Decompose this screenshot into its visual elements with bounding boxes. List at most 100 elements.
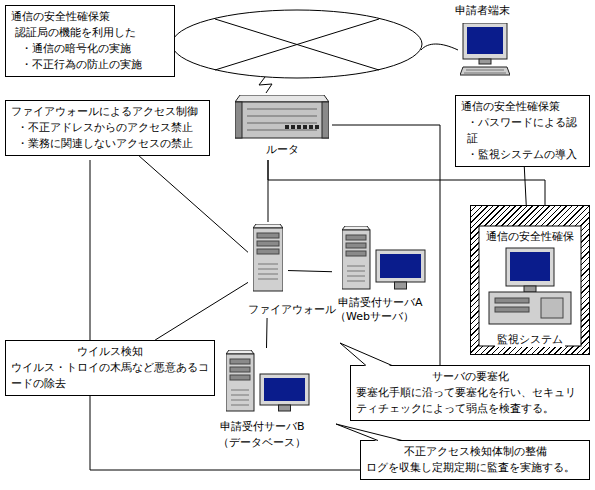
tower-vent xyxy=(258,279,278,280)
monitor-frame xyxy=(463,23,507,59)
drive-bay xyxy=(257,249,279,254)
tower-vent xyxy=(347,271,365,272)
device-label: 申請受付サーバA xyxy=(338,296,423,310)
heading-text: サーバの要塞化 xyxy=(356,369,584,385)
tower-vent xyxy=(258,264,278,265)
device-label: 監視システム xyxy=(495,333,565,347)
device-label: ルータ xyxy=(266,143,299,157)
monitor-node: 通信の安全性確保監視システム xyxy=(470,205,590,355)
mon-icon xyxy=(471,206,589,354)
router-slot xyxy=(247,123,317,124)
router-ear xyxy=(235,102,242,138)
tower-vent xyxy=(231,400,249,401)
device-label: 申請受付サーバB xyxy=(220,420,305,434)
router-top xyxy=(235,95,329,102)
monitor-panel xyxy=(479,226,581,346)
router-port xyxy=(309,125,313,129)
terminal-node: 申請者端末 xyxy=(445,3,520,79)
server-node: 申請受付サーバA（Webサーバ） xyxy=(332,222,427,324)
drive-bay xyxy=(257,233,279,238)
note-box: 通信の安全性確保策・パスワードによる認証・監視システムの導入 xyxy=(455,95,590,167)
device-label: （Webサーバ） xyxy=(335,310,414,324)
tower-vent xyxy=(347,281,365,282)
device-label: 通信の安全性確保 xyxy=(484,230,576,244)
note-box: 通信の安全性確保策認証局の機能を利用した・通信の暗号化の実施・不正行為の防止の実… xyxy=(5,5,175,77)
network-connector xyxy=(524,167,526,205)
callout-box: サーバの要塞化要塞化手順に沿って要塞化を行い、セキュリティチェックによって弱点を… xyxy=(350,365,590,421)
monitor-frame xyxy=(260,374,309,405)
body-text: ・業務に関連しないアクセスの禁止 xyxy=(11,136,204,152)
zone-frame xyxy=(332,125,440,365)
cloud-cross xyxy=(215,19,379,70)
router-port xyxy=(303,125,307,129)
drive-bay xyxy=(495,307,529,312)
drive-bay xyxy=(257,241,279,246)
tower-vent xyxy=(231,395,249,396)
callout-pointer xyxy=(336,424,402,442)
body-text: ログを収集し定期定期に監査を実施する。 xyxy=(366,460,584,476)
monitor-stand xyxy=(395,282,407,289)
network-connector xyxy=(288,271,332,272)
network-cloud xyxy=(172,10,422,78)
body-text: ・不正アドレスからのアクセス禁止 xyxy=(11,120,204,136)
note-box: ファイアウォールによるアクセス制御・不正アドレスからのアクセス禁止・業務に関連し… xyxy=(5,100,210,156)
server-icon xyxy=(342,226,427,290)
monitor-stand xyxy=(524,286,536,292)
network-connector xyxy=(139,156,248,252)
heading-text: 通信の安全性確保策 xyxy=(461,99,584,115)
router-slot xyxy=(247,130,317,131)
wan-link xyxy=(259,77,272,93)
cloud-cross xyxy=(215,19,379,70)
pc-panel xyxy=(541,298,563,318)
server-icon xyxy=(226,350,311,412)
server-node: 申請受付サーバB（データベース） xyxy=(218,348,313,452)
tower-vent xyxy=(231,405,249,406)
tower-body xyxy=(342,230,370,289)
callout-pointer xyxy=(336,424,402,441)
monitor-frame xyxy=(506,248,554,286)
keyboard-keys xyxy=(464,70,506,73)
server-tower xyxy=(226,350,254,411)
heading-text: 不正アクセス検知体制の整備 xyxy=(366,444,584,460)
device-label: ファイアウォール xyxy=(248,303,336,317)
body-text: 要塞化手順に沿って要塞化を行い、セキュリティチェックによって弱点を検査する。 xyxy=(356,385,584,417)
keyboard xyxy=(460,67,510,75)
heading-text: 通信の安全性確保策 xyxy=(11,9,169,25)
monitor-stand xyxy=(479,59,491,64)
router-port xyxy=(285,125,289,129)
pc-icon xyxy=(460,23,510,77)
callout-pointer xyxy=(340,343,392,366)
router-slot xyxy=(247,116,317,117)
router-icon xyxy=(235,95,329,139)
tower-vent xyxy=(347,266,365,267)
heading-text: ウイルス検知 xyxy=(11,344,209,360)
body-text: ウイルス・トロイの木馬など悪意あるコードの除去 xyxy=(11,360,209,392)
note-box: ウイルス検知ウイルス・トロイの木馬など悪意あるコードの除去 xyxy=(5,340,215,396)
tower-top xyxy=(253,224,283,228)
tower-top xyxy=(342,226,370,230)
tower-vent xyxy=(258,274,278,275)
monitor-screen xyxy=(264,378,305,401)
server-tower xyxy=(342,226,370,289)
pc-case xyxy=(489,292,571,324)
router-port xyxy=(291,125,295,129)
drive-bay xyxy=(346,243,366,248)
router-slot xyxy=(247,109,317,110)
tower-vent xyxy=(258,269,278,270)
tower-vent xyxy=(347,276,365,277)
callout-pointer xyxy=(340,343,392,367)
tower-body xyxy=(253,228,283,291)
drive-bay xyxy=(230,359,250,364)
body-text: 認証局の機能を利用した xyxy=(11,25,169,41)
body-text: ・監視システムの導入 xyxy=(461,147,584,163)
drive-bay xyxy=(346,251,366,256)
terminal-link xyxy=(421,44,458,50)
router-ear xyxy=(322,102,329,138)
tower-top xyxy=(226,350,254,354)
router-body xyxy=(235,102,329,138)
zone-frame xyxy=(90,160,360,470)
tower-vent xyxy=(231,390,249,391)
tower-body xyxy=(226,354,254,411)
body-text: ・通信の暗号化の実施 xyxy=(11,41,169,57)
